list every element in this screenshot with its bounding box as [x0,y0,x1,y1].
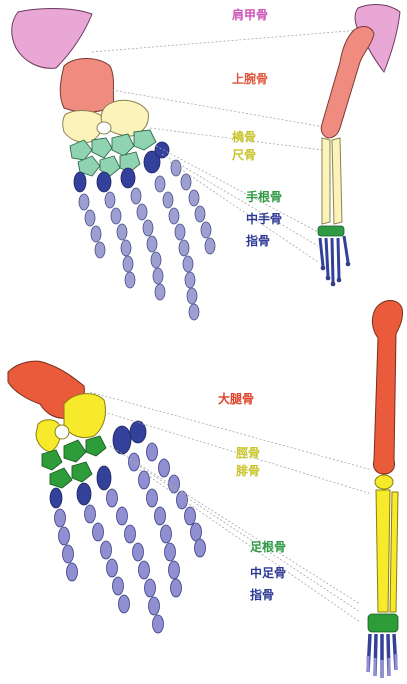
hindlimb-flipper [8,361,206,633]
flipper-digit-2 [105,192,135,288]
hind-digit-1 [55,509,78,581]
label-fibula: 腓骨 [236,464,260,478]
human-foot-bones [368,634,396,678]
human-radius [322,138,330,224]
label-tarsals: 足根骨 [250,540,286,554]
flipper-digit-1 [79,194,105,258]
label-finger-phalanges: 指骨 [246,234,270,248]
label-metacarpals: 中手骨 [246,212,282,226]
forelimb-flipper [12,9,215,321]
flipper-humerus [60,59,114,113]
label-humerus: 上腕骨 [232,72,268,86]
label-scapula: 肩甲骨 [232,8,268,22]
human-humerus [321,27,374,138]
label-metatarsals: 中足骨 [250,566,286,580]
flipper-digit-5 [171,160,215,254]
human-ulna [332,138,342,224]
label-radius: 橈骨 [232,130,256,144]
human-arm [318,5,400,286]
human-femur [372,301,402,475]
label-femur: 大腿骨 [218,392,254,406]
flipper-tibia [64,394,106,438]
human-fibula [390,492,398,612]
human-carpals [318,226,344,236]
human-patella [375,475,393,489]
label-toe-phalanges: 指骨 [250,588,274,602]
label-ulna: 尺骨 [232,148,256,162]
human-leg [368,301,403,679]
label-carpals: 手根骨 [246,190,282,204]
human-tibia [376,490,390,612]
label-tibia: 脛骨 [236,446,260,460]
human-tarsals [368,614,398,632]
flipper-digit-3 [131,188,165,300]
human-hand-bones [320,236,350,286]
